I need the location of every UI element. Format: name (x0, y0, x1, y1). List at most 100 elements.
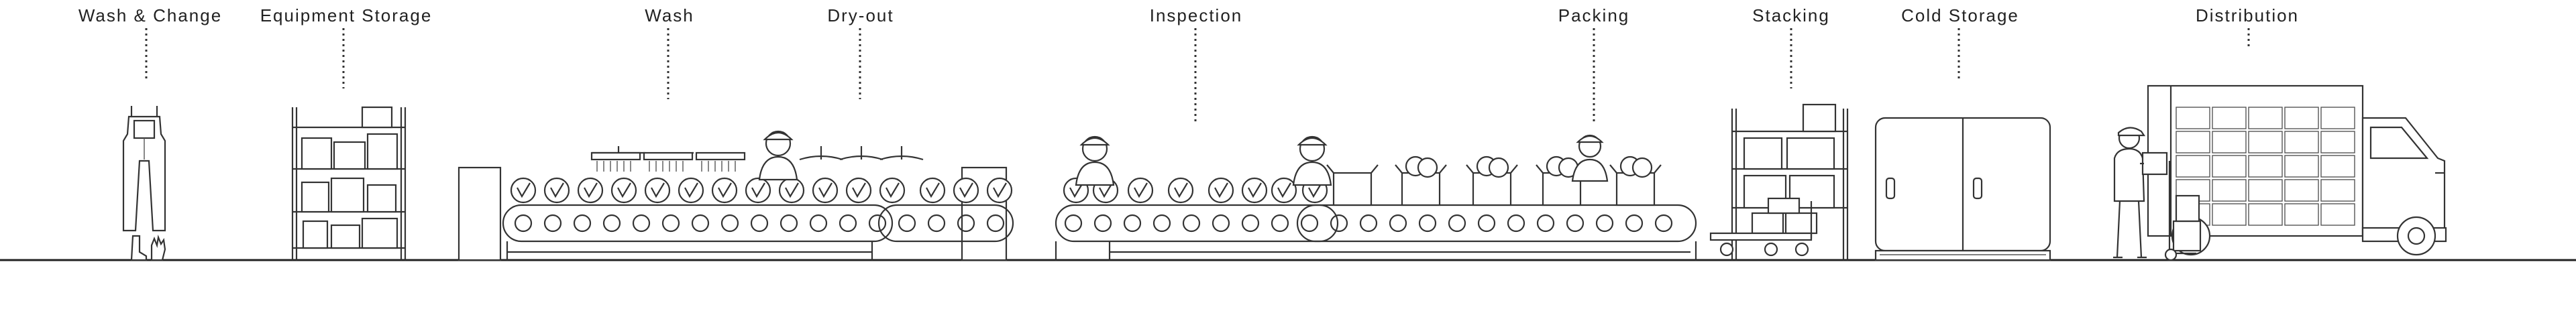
stage-label-inspection: Inspection (1150, 5, 1241, 122)
inspection-conveyor (1055, 177, 1697, 260)
produce-item-icon (879, 177, 906, 204)
pallet-cart-icon (1709, 197, 1818, 257)
produce-item-icon (1167, 177, 1194, 204)
conveyor-roller (1152, 214, 1171, 233)
truck-crate (2320, 131, 2355, 153)
dry-fan-icon (799, 146, 924, 161)
conveyor-roller (1507, 214, 1525, 233)
produce-item-icon (678, 177, 704, 204)
produce-item-icon (711, 177, 738, 204)
produce-item-icon (845, 177, 872, 204)
conveyor-roller (543, 214, 562, 233)
packing-box (1472, 172, 1512, 206)
produce-item-icon (577, 177, 604, 204)
produce-item-icon (610, 177, 637, 204)
conveyor-roller (691, 214, 710, 233)
conveyor-roller (1625, 214, 1644, 233)
packer-icon (1571, 134, 1609, 182)
conveyor-roller (632, 214, 651, 233)
truck-crate (2248, 203, 2283, 226)
stage-label-equipment-storage: Equipment Storage (260, 5, 433, 88)
conveyor-roller (750, 214, 769, 233)
truck-crate (2284, 107, 2319, 129)
truck-crate (2248, 107, 2283, 129)
svg-text:Wash & Change: Wash & Change (78, 5, 222, 25)
stage-label-cold-storage: Cold Storage (1901, 5, 2019, 79)
conveyor-roller (1448, 214, 1466, 233)
worker-icon (758, 130, 798, 181)
conveyor-roller (1477, 214, 1496, 233)
svg-text:Packing: Packing (1558, 5, 1630, 25)
conveyor-roller (1241, 214, 1260, 233)
truck-crate (2320, 155, 2355, 178)
conveyor-roller (1182, 214, 1201, 233)
produce-item-icon (953, 177, 979, 204)
delivery-worker-icon (2113, 127, 2168, 259)
wash-conveyor (458, 166, 1014, 261)
svg-text:Equipment Storage: Equipment Storage (260, 5, 433, 25)
stage-label-packing: Packing (1558, 5, 1630, 122)
produce-item-icon (1241, 177, 1268, 204)
conveyor-roller (1093, 214, 1112, 233)
truck-crate (2212, 131, 2247, 153)
refrigerator-icon (1874, 117, 2051, 261)
conveyor-roller (1123, 214, 1142, 233)
conveyor-roller (514, 214, 533, 233)
packing-box (1615, 172, 1656, 206)
svg-text:Distribution: Distribution (2196, 5, 2299, 25)
produce-item-icon (812, 177, 839, 204)
produce-item-icon (745, 177, 771, 204)
boots-icon (130, 235, 148, 261)
conveyor-roller (1418, 214, 1437, 233)
produce-item-icon (1271, 177, 1297, 204)
svg-text:Cold Storage: Cold Storage (1901, 5, 2019, 25)
truck-crate (2320, 179, 2355, 202)
produce-item-icon (1127, 177, 1154, 204)
stage-label-stacking: Stacking (1752, 5, 1829, 88)
conveyor-roller (1330, 214, 1348, 233)
truck-crate (2248, 131, 2283, 153)
conveyor-roller (898, 214, 916, 233)
truck-crate (2284, 179, 2319, 202)
conveyor-roller (1536, 214, 1555, 233)
conveyor-roller (957, 214, 975, 233)
produce-item-icon (1208, 177, 1234, 204)
conveyor-roller (661, 214, 680, 233)
stage-label-wash: Wash (645, 5, 694, 99)
produce-item-icon (1417, 157, 1438, 178)
truck-crate (2176, 107, 2210, 129)
conveyor-roller (573, 214, 592, 233)
conveyor-roller (1389, 214, 1407, 233)
truck-crate (2212, 155, 2247, 178)
stage-label-dry-out: Dry-out (827, 5, 894, 99)
produce-item-icon (1488, 157, 1509, 178)
gloves-icon (150, 234, 166, 261)
conveyor-roller (1064, 214, 1083, 233)
truck-crate (2212, 203, 2247, 226)
conveyor-roller (780, 214, 798, 233)
truck-crate (2212, 179, 2247, 202)
packing-box (1401, 172, 1441, 206)
conveyor-roller (720, 214, 739, 233)
svg-text:Dry-out: Dry-out (827, 5, 894, 25)
produce-item-icon (986, 177, 1013, 204)
truck-crate (2248, 179, 2283, 202)
produce-item-icon (919, 177, 946, 204)
conveyor-roller (1300, 214, 1319, 233)
truck-crate (2176, 155, 2210, 178)
truck-crate (2284, 203, 2319, 226)
conveyor-roller (1271, 214, 1289, 233)
truck-crate (2320, 107, 2355, 129)
truck-crate (2284, 155, 2319, 178)
conveyor-roller (839, 214, 857, 233)
svg-text:Wash: Wash (645, 5, 694, 25)
truck-crate (2248, 155, 2283, 178)
truck-crate (2176, 131, 2210, 153)
produce-item-icon (644, 177, 671, 204)
produce-item-icon (1631, 157, 1653, 178)
stage-label-wash-change: Wash & Change (78, 5, 222, 79)
conveyor-roller (986, 214, 1005, 233)
equipment-shelf-icon (291, 106, 407, 260)
